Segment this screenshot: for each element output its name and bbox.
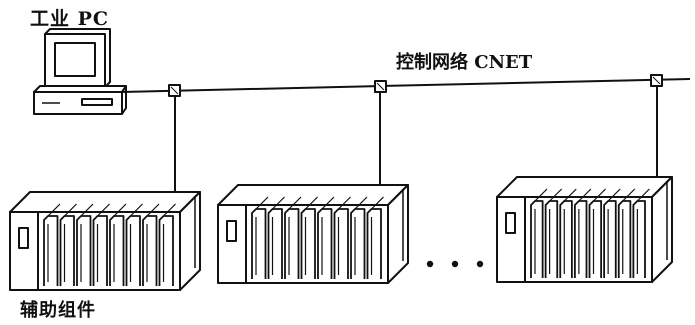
auxiliary-component-label: 辅助组件 [20, 300, 96, 321]
rack-2 [217, 184, 409, 284]
rack-1 [9, 191, 201, 291]
ellipsis-dots [426, 260, 484, 268]
power-switch-icon [18, 227, 29, 249]
rack-3 [496, 176, 673, 283]
control-network-label: 控制网络 CNET [396, 52, 533, 73]
power-switch-icon [505, 212, 516, 234]
power-switch-icon [226, 220, 237, 242]
cnet-bus-line [119, 78, 691, 93]
industrial-pc-label: 工业 PC [30, 8, 110, 30]
industrial-pc-icon [33, 28, 127, 115]
